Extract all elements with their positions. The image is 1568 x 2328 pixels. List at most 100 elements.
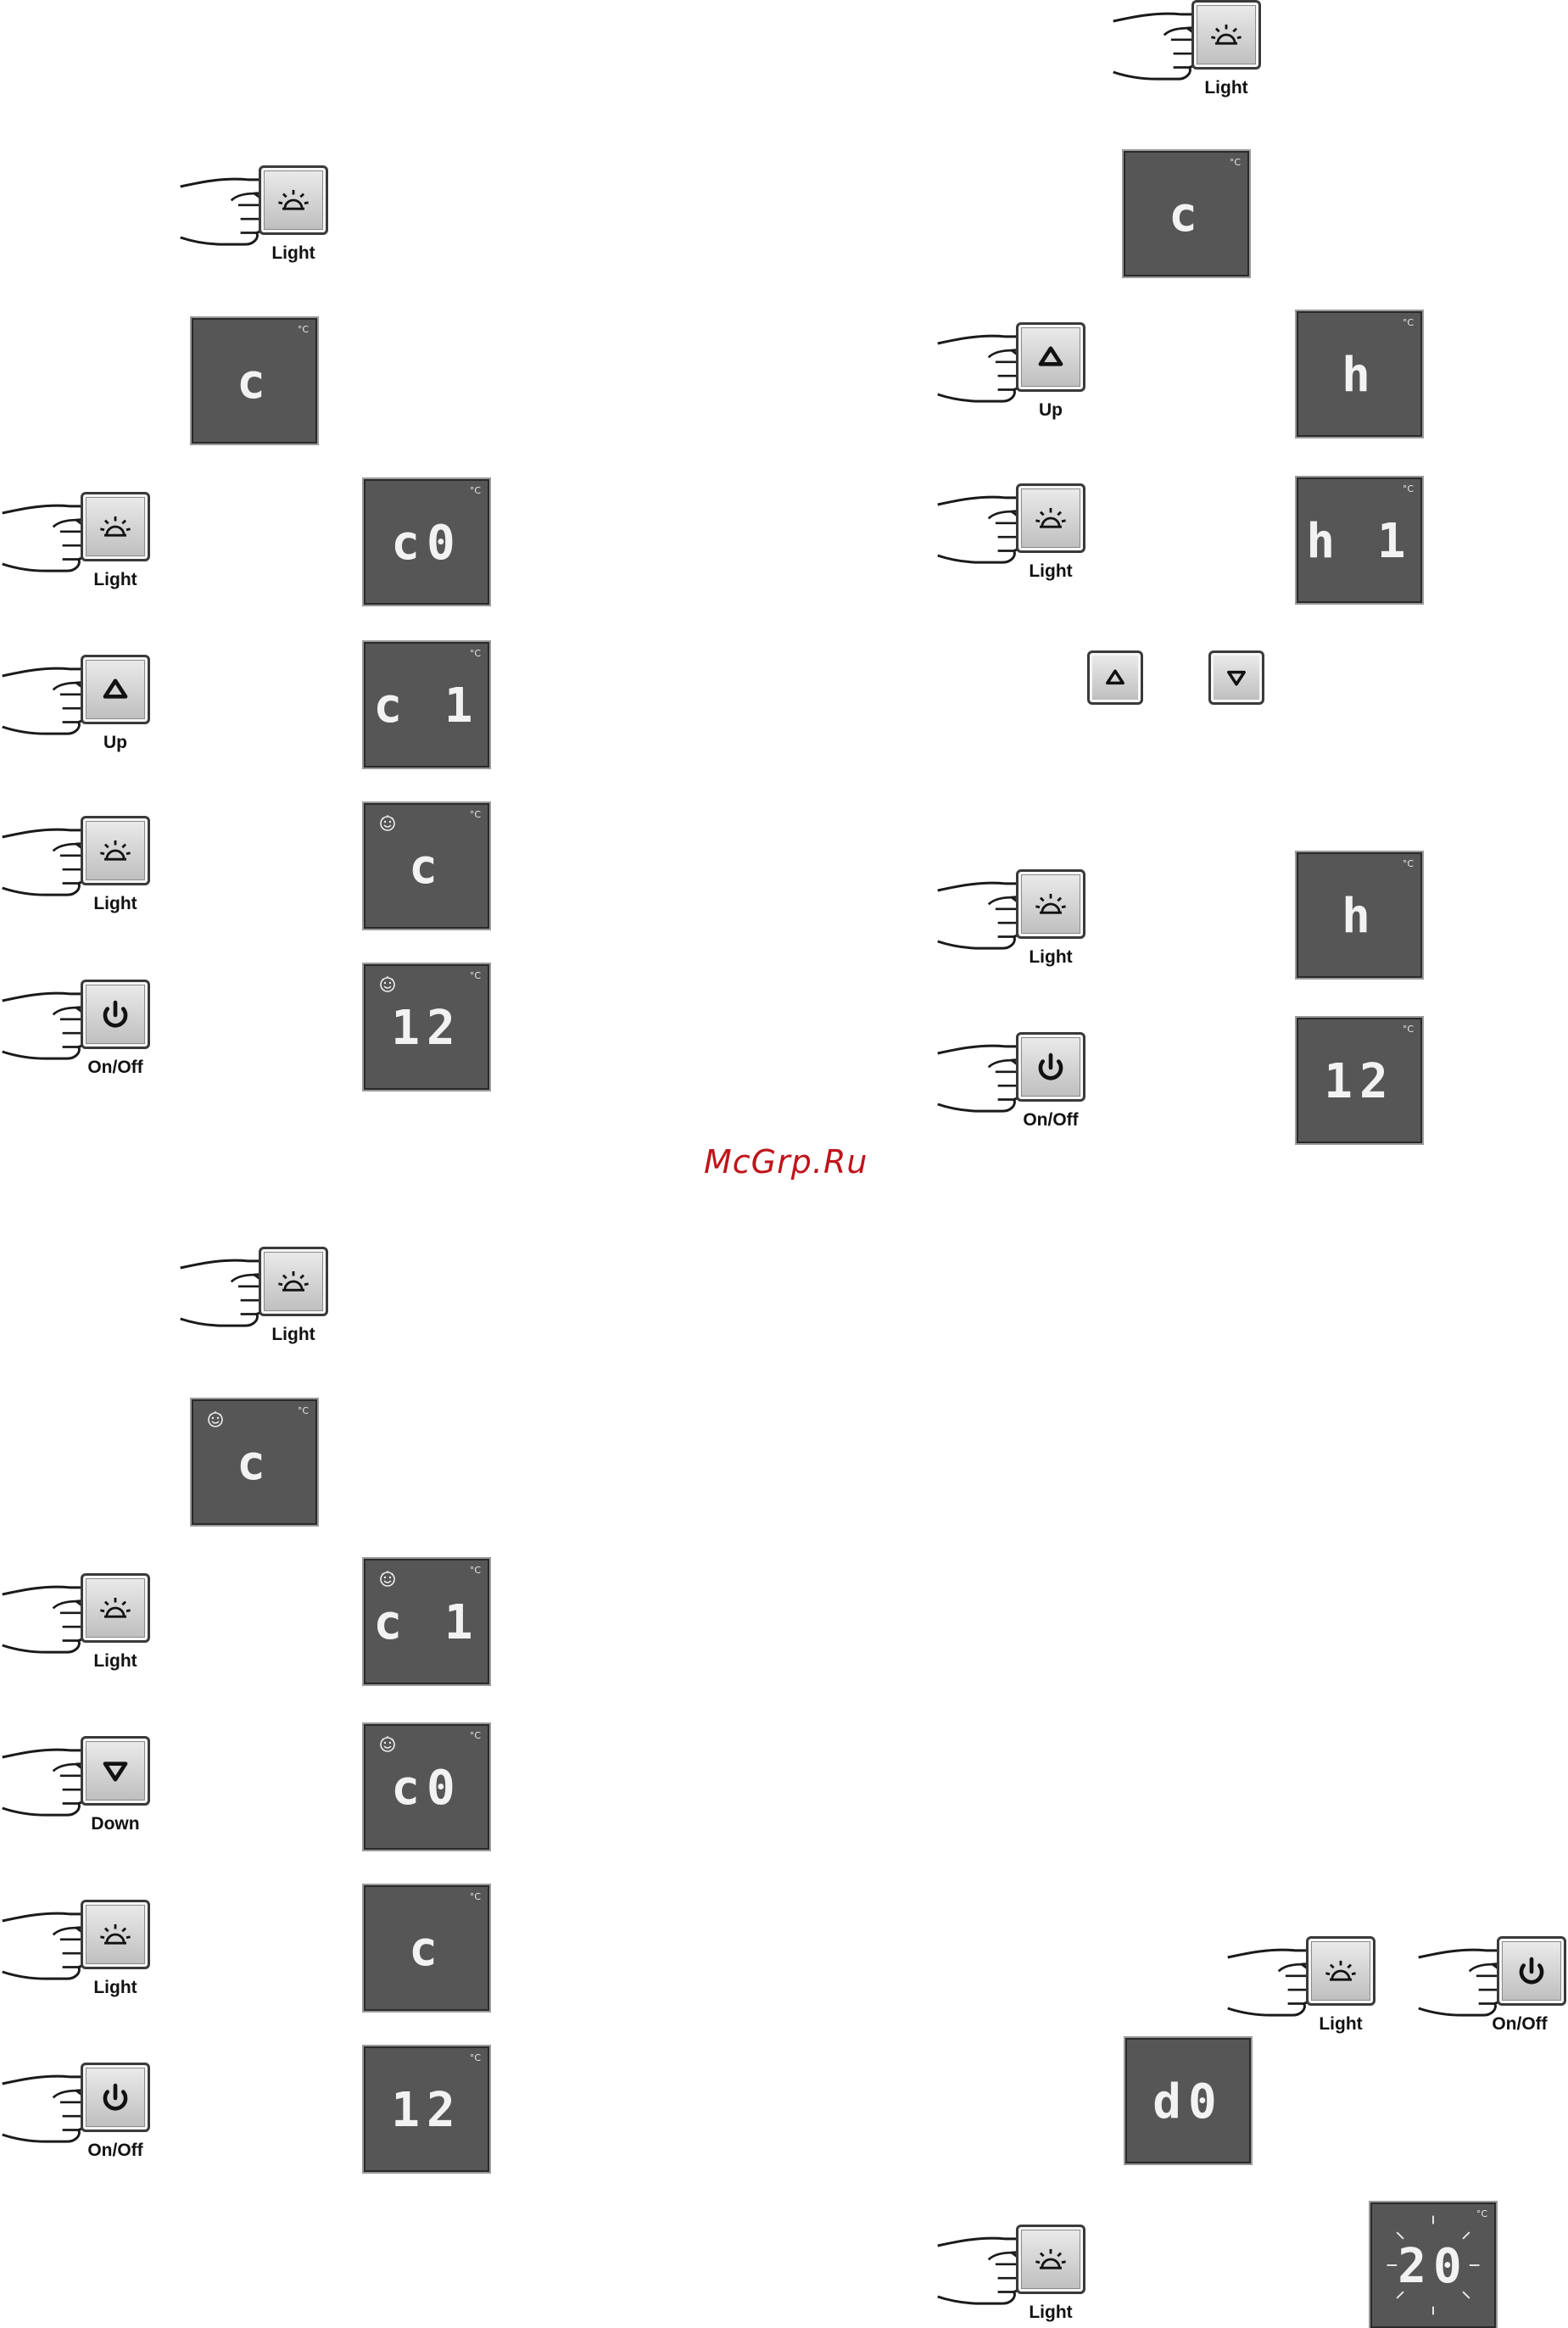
light-label: Light: [56, 1651, 175, 1672]
power-icon: [1018, 1035, 1083, 1099]
light-button-d2[interactable]: Light: [935, 2225, 1105, 2326]
light-dome-icon: [83, 818, 148, 883]
segment-text: h 1: [1298, 516, 1420, 567]
onoff-label: On/Off: [56, 1058, 175, 1078]
light-button-a2[interactable]: Light: [0, 492, 170, 594]
smiley-icon: [378, 1569, 397, 1588]
display-7: °C c 1: [364, 1559, 489, 1684]
unit-label: °C: [1403, 1024, 1414, 1035]
light-button-a3[interactable]: Light: [0, 816, 170, 918]
segment-text: c 1: [365, 681, 488, 732]
up-triangle-icon: [1090, 653, 1141, 702]
segment-text: c0: [365, 518, 488, 569]
display-10: °C 12: [364, 2046, 489, 2172]
unit-label: °C: [470, 1565, 481, 1576]
display-4: °C c: [364, 803, 489, 929]
light-label: Light: [991, 947, 1110, 968]
display-5: °C 12: [364, 964, 489, 1090]
display-11: °C c: [1124, 151, 1249, 276]
light-dome-icon: [83, 494, 148, 559]
up-small-button[interactable]: [1087, 650, 1143, 705]
light-dome-icon: [1309, 1939, 1373, 2003]
segment-text: h: [1298, 891, 1420, 942]
light-label: Light: [56, 894, 175, 914]
segment-text: c: [193, 357, 315, 408]
unit-label: °C: [470, 648, 481, 659]
display-15: °C 12: [1297, 1018, 1422, 1143]
segment-text: c: [1125, 190, 1247, 241]
onoff-label: On/Off: [991, 1110, 1110, 1131]
up-label: Up: [991, 400, 1110, 421]
light-label: Light: [1167, 78, 1286, 98]
smiley-icon: [378, 1734, 397, 1753]
light-dome-icon: [83, 1902, 148, 1967]
segment-text: 12: [365, 1003, 488, 1054]
light-label: Light: [56, 1978, 175, 1998]
onoff-label: On/Off: [56, 2141, 175, 2161]
unit-label: °C: [1403, 483, 1414, 494]
light-dome-icon: [1018, 872, 1083, 936]
up-triangle-icon: [83, 657, 148, 722]
light-button-d1[interactable]: Light: [1225, 1936, 1395, 2038]
unit-label: °C: [470, 1730, 481, 1741]
light-label: Light: [991, 2303, 1110, 2323]
unit-label: °C: [1403, 317, 1414, 328]
smiley-icon: [378, 974, 397, 993]
onoff-button-d[interactable]: On/Off: [1416, 1936, 1568, 2038]
down-small-button[interactable]: [1208, 650, 1264, 705]
display-17-blinking: °C 20: [1370, 2202, 1496, 2328]
segment-text: d0: [1127, 2077, 1249, 2128]
power-icon: [83, 982, 148, 1047]
light-label: Light: [991, 561, 1110, 582]
down-button[interactable]: Down: [0, 1736, 170, 1838]
segment-text: c: [193, 1438, 315, 1489]
onoff-button-c[interactable]: On/Off: [935, 1032, 1105, 1134]
display-3: °C c 1: [364, 642, 489, 768]
onoff-label: On/Off: [1469, 2014, 1568, 2035]
segment-text: c: [365, 1924, 488, 1975]
power-icon: [1499, 1939, 1564, 2003]
up-triangle-icon: [1018, 325, 1083, 389]
onoff-button-a[interactable]: On/Off: [0, 980, 170, 1081]
light-dome-icon: [83, 1576, 148, 1640]
unit-label: °C: [470, 970, 481, 981]
light-button-b3[interactable]: Light: [0, 1900, 170, 2001]
light-button-c2[interactable]: Light: [935, 483, 1105, 585]
unit-label: °C: [470, 809, 481, 820]
unit-label: °C: [298, 1405, 309, 1416]
light-label: Light: [56, 570, 175, 590]
onoff-button-b[interactable]: On/Off: [0, 2063, 170, 2164]
display-12: °C h: [1297, 311, 1422, 437]
display-16: d0: [1125, 2038, 1251, 2163]
down-label: Down: [56, 1814, 175, 1834]
up-button-c[interactable]: Up: [935, 322, 1105, 424]
light-dome-icon: [261, 168, 326, 232]
unit-label: °C: [1403, 858, 1414, 869]
down-triangle-icon: [83, 1739, 148, 1803]
segment-text: 12: [365, 2085, 488, 2136]
display-1: °C c: [192, 318, 317, 444]
display-13: °C h 1: [1297, 477, 1422, 603]
display-14: °C h: [1297, 852, 1422, 978]
segment-text: c0: [365, 1763, 488, 1814]
segment-text: 20: [1372, 2241, 1494, 2292]
light-button-b1[interactable]: Light: [178, 1247, 348, 1348]
segment-text: 12: [1298, 1057, 1420, 1108]
unit-label: °C: [1476, 2208, 1487, 2219]
light-label: Light: [1281, 2014, 1400, 2035]
up-button-a[interactable]: Up: [0, 655, 170, 756]
segment-text: c 1: [365, 1598, 488, 1649]
watermark: McGrp.Ru: [704, 1143, 890, 1181]
light-button-b2[interactable]: Light: [0, 1573, 170, 1675]
smiley-icon: [378, 813, 397, 832]
unit-label: °C: [470, 2052, 481, 2063]
light-button-a1[interactable]: Light: [178, 165, 348, 267]
light-dome-icon: [1018, 2227, 1083, 2292]
light-dome-icon: [261, 1249, 326, 1314]
up-label: Up: [56, 733, 175, 753]
display-6: °C c: [192, 1399, 317, 1525]
light-button-c1[interactable]: Light: [1111, 0, 1281, 102]
light-button-c3[interactable]: Light: [935, 869, 1105, 971]
unit-label: °C: [470, 485, 481, 496]
unit-label: °C: [1230, 157, 1241, 168]
